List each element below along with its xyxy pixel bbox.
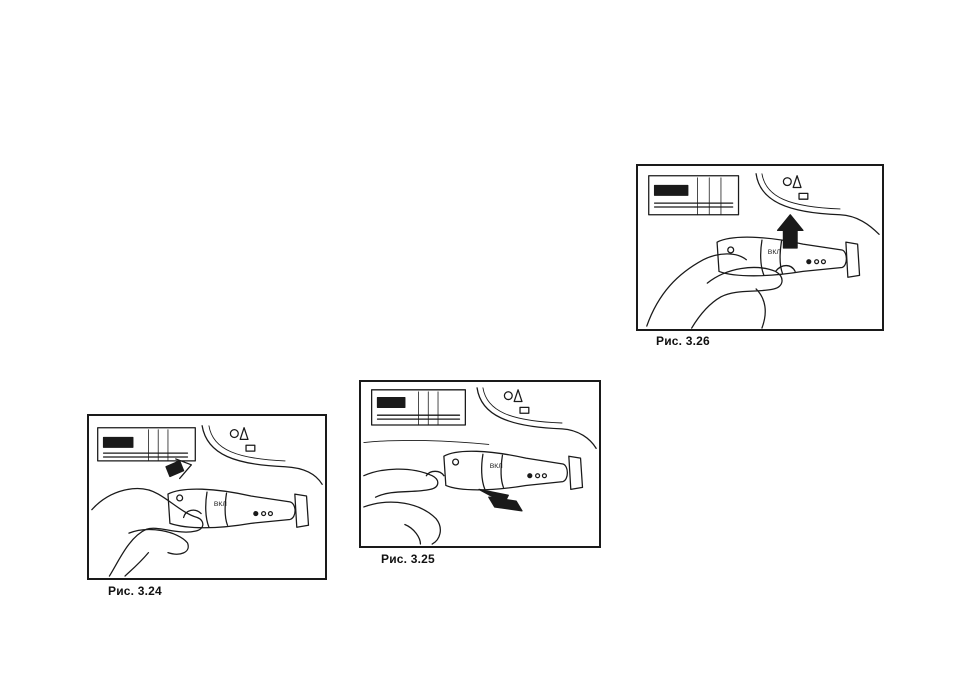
figure-3-24: ВКЛ: [87, 414, 327, 580]
stalk-illustration-icon: ВКЛ: [91, 425, 323, 577]
figure-caption: Рис. 3.24: [108, 584, 162, 598]
figure-3-25: ВКЛ: [359, 380, 601, 548]
figure-3-26: ВКЛ: [636, 164, 884, 331]
figure-caption: Рис. 3.25: [381, 552, 435, 566]
svg-text:ВКЛ: ВКЛ: [214, 501, 227, 508]
stalk-illustration-icon: ВКЛ: [646, 173, 880, 329]
figure-caption: Рис. 3.26: [656, 334, 710, 348]
svg-text:ВКЛ: ВКЛ: [490, 463, 503, 470]
svg-text:ВКЛ: ВКЛ: [768, 249, 781, 256]
stalk-illustration-icon: ВКЛ: [363, 387, 597, 545]
